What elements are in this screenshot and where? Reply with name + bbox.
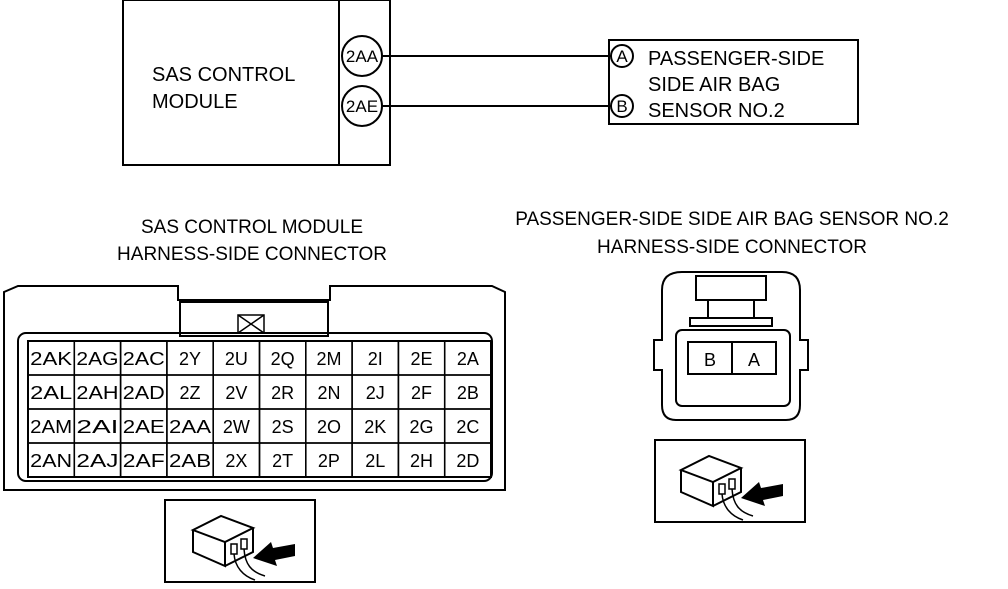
pin-label-2k: 2K [364,417,386,437]
sensor-terminal-b: B [610,94,634,118]
terminal-label: A [616,47,628,66]
pin-label-2ae: 2AE [123,417,165,437]
pin-a: A [748,350,760,370]
pin-label-2an: 2AN [30,451,72,471]
pin-label-2ah: 2AH [76,383,118,403]
air-bag-sensor-connector: B A [653,271,809,421]
pin-label-2t: 2T [272,451,293,471]
pin-label-2d: 2D [456,451,479,471]
left-connector-title-line1: SAS CONTROL MODULE [141,217,363,238]
pin-label-2o: 2O [317,417,341,437]
sensor-terminal-a: A [610,44,634,68]
pin-label-2u: 2U [225,349,248,369]
pin-label-2ak: 2AK [30,349,72,369]
pin-label-2ab: 2AB [169,451,211,471]
sas-control-module-box: SAS CONTROL MODULE [122,0,391,166]
terminal-label: 2AE [346,97,378,116]
pin-label-2e: 2E [411,349,433,369]
connector-probe-icon [654,439,806,523]
pin-label-2l: 2L [365,451,385,471]
sensor-label-line2: SIDE AIR BAG [648,74,780,96]
lock-symbol-icon [237,314,265,334]
pin-label-2ai: 2AI [76,417,118,437]
pin-label-2i: 2I [368,349,383,369]
left-connector-title-line2: HARNESS-SIDE CONNECTOR [117,244,387,265]
connector-probe-icon [164,499,316,583]
pin-label-2x: 2X [225,451,247,471]
pin-label-2j: 2J [366,383,385,403]
pin-label-2aj: 2AJ [76,451,118,471]
module-label-line2: MODULE [152,91,238,113]
pin-label-2al: 2AL [30,383,72,403]
pin-label-2c: 2C [456,417,479,437]
pin-label-2m: 2M [316,349,341,369]
pin-label-2b: 2B [457,383,479,403]
pin-label-2ag: 2AG [76,349,118,369]
pin-label-2r: 2R [271,383,294,403]
pin-label-2am: 2AM [30,417,72,437]
pin-label-2h: 2H [410,451,433,471]
pin-label-2z: 2Z [180,383,201,403]
pin-b: B [704,350,716,370]
sensor-label-line3: SENSOR NO.2 [648,100,785,122]
pin-label-2y: 2Y [179,349,201,369]
pin-label-2ac: 2AC [123,349,165,369]
module-terminal-2ae: 2AE [341,85,383,127]
terminal-label: 2AA [346,47,379,66]
pin-label-2f: 2F [411,383,432,403]
sensor-label-line1: PASSENGER-SIDE [648,48,824,70]
pin-cell [443,442,492,478]
pin-label-2w: 2W [223,417,250,437]
pin-label-2aa: 2AA [169,417,211,437]
right-connector-title-line2: HARNESS-SIDE CONNECTOR [597,237,867,258]
pin-label-2g: 2G [410,417,434,437]
pin-label-2n: 2N [317,383,340,403]
pin-label-2a: 2A [457,349,479,369]
pin-label-2p: 2P [318,451,340,471]
pin-label-2af: 2AF [123,451,165,471]
pin-label-2s: 2S [272,417,294,437]
sensor-box: PASSENGER-SIDE SIDE AIR BAG SENSOR NO.2 [608,39,859,125]
right-connector-title-line1: PASSENGER-SIDE SIDE AIR BAG SENSOR NO.2 [515,209,949,230]
module-terminal-2aa: 2AA [341,35,383,77]
terminal-label: B [616,97,627,116]
pin-label-2q: 2Q [271,349,295,369]
module-label-line1: SAS CONTROL [152,64,295,86]
pin-label-2v: 2V [225,383,247,403]
pin-label-2ad: 2AD [123,383,165,403]
